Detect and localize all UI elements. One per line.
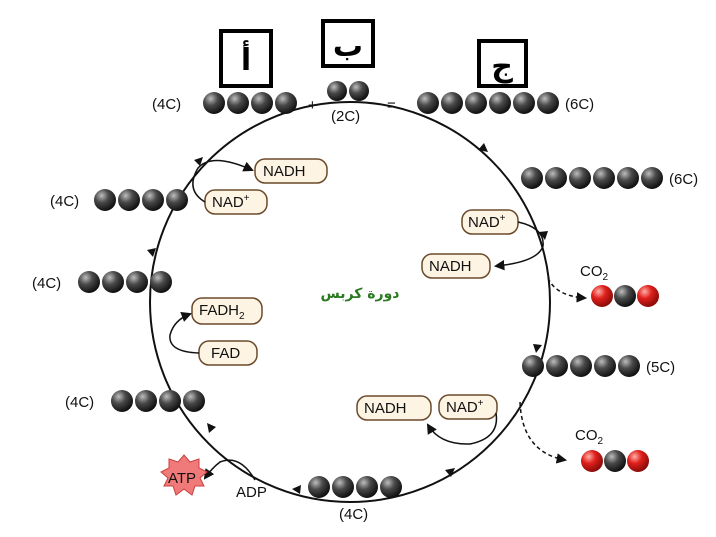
atp-star: ATP xyxy=(160,454,208,496)
nad-2-text: NAD xyxy=(446,399,478,416)
co2-2-label: CO2 xyxy=(575,427,604,447)
fadh2-sub: 2 xyxy=(239,311,245,322)
nad-3-plus: + xyxy=(244,193,250,204)
molecule-6c-citrate xyxy=(417,92,559,114)
label-4c-left-middle: (4C) xyxy=(32,275,61,292)
nad-1-text: NAD xyxy=(468,214,500,231)
molecule-4c-bottom xyxy=(308,476,402,498)
label-box-b: ب xyxy=(321,19,375,68)
label-box-a: أ xyxy=(219,29,273,88)
nad-2-plus: + xyxy=(478,398,484,409)
svg-text:NAD+: NAD+ xyxy=(446,398,484,416)
molecule-4c-left-upper xyxy=(94,189,188,211)
arrow-co2-1 xyxy=(547,277,588,303)
equals-sign: = xyxy=(387,97,396,114)
arrow-nad-2-to-nadh-2 xyxy=(426,412,498,445)
molecule-4c-left-middle xyxy=(78,271,172,293)
label-2c: (2C) xyxy=(331,108,360,125)
co2-1-label: CO2 xyxy=(580,263,609,283)
arrow-co2-2 xyxy=(519,401,568,464)
pill-fadh2: FADH2 xyxy=(191,297,263,325)
molecule-2c-acetyl xyxy=(327,81,369,101)
pill-fad: FAD xyxy=(198,340,258,366)
molecule-co2-2 xyxy=(581,450,649,472)
svg-text:NAD+: NAD+ xyxy=(468,213,506,231)
cycle-direction-arrows xyxy=(147,143,548,494)
svg-text:FADH2: FADH2 xyxy=(199,302,245,322)
molecule-4c-left-lower xyxy=(111,390,205,412)
label-4c-left-lower: (4C) xyxy=(65,394,94,411)
pill-nad-2: NAD+ xyxy=(438,394,498,420)
label-box-c: ج xyxy=(477,39,528,88)
molecule-6c-isocitrate xyxy=(521,167,663,189)
pill-nad-1: NAD+ xyxy=(461,209,519,235)
fadh2-text: FADH xyxy=(199,302,239,319)
cycle-ring xyxy=(149,101,551,503)
label-5c: (5C) xyxy=(646,359,675,376)
cycle-title: دورة كربس xyxy=(321,286,400,302)
molecule-4c-top xyxy=(203,92,297,114)
atp-label: ATP xyxy=(168,470,196,487)
arrow-fad-to-fadh2 xyxy=(169,312,200,354)
label-6c-isocitrate: (6C) xyxy=(669,171,698,188)
label-4c-oxaloacetate: (4C) xyxy=(152,96,181,113)
plus-sign: + xyxy=(308,97,317,114)
pill-nadh-2: NADH xyxy=(356,395,432,421)
label-4c-left-upper: (4C) xyxy=(50,193,79,210)
molecule-5c xyxy=(522,355,640,377)
pill-nad-3: NAD+ xyxy=(204,189,268,215)
nad-1-plus: + xyxy=(500,213,506,224)
arrow-nad-3-to-nadh-3 xyxy=(192,159,254,203)
svg-text:NAD+: NAD+ xyxy=(212,193,250,211)
arrow-nad-1-to-nadh-1 xyxy=(493,221,544,271)
nad-3-text: NAD xyxy=(212,194,244,211)
label-6c-citrate: (6C) xyxy=(565,96,594,113)
label-4c-bottom: (4C) xyxy=(339,506,368,523)
nadh-1-text: NADH xyxy=(429,258,472,275)
pill-nadh-3: NADH xyxy=(254,158,328,184)
fad-text: FAD xyxy=(211,345,240,362)
label-b: ب xyxy=(333,29,363,64)
nadh-3-text: NADH xyxy=(263,163,306,180)
molecule-co2-1 xyxy=(591,285,659,307)
label-a: أ xyxy=(241,40,251,78)
pill-nadh-1: NADH xyxy=(421,253,491,279)
label-c: ج xyxy=(491,49,513,84)
arrow-adp-to-atp xyxy=(203,459,256,481)
nadh-2-text: NADH xyxy=(364,400,407,417)
adp-label: ADP xyxy=(236,484,267,501)
